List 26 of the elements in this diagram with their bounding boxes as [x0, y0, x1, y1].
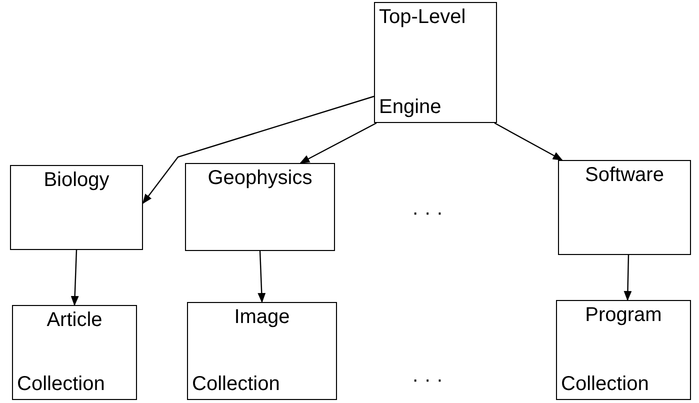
- arrow: [624, 254, 632, 301]
- box-title: Top-Level: [379, 5, 467, 30]
- ellipsis-label: · · ·: [412, 370, 444, 390]
- box-text: Collection: [17, 372, 106, 397]
- arrow: [70, 250, 79, 306]
- ellipsis-label: · · ·: [412, 203, 444, 223]
- arrow: [300, 122, 377, 164]
- process-box: [187, 302, 337, 400]
- process-box: [10, 165, 143, 250]
- process-box: [185, 163, 335, 251]
- arrow: [142, 96, 374, 204]
- box-text: Collection: [561, 372, 650, 397]
- box-title: Software: [584, 163, 665, 188]
- box-title: Biology: [42, 168, 110, 193]
- process-box: [556, 300, 691, 400]
- box-title: Image: [233, 305, 291, 330]
- arrow: [258, 250, 266, 303]
- box-title: Article: [46, 308, 104, 333]
- arrow: [494, 122, 563, 161]
- process-box: [558, 160, 691, 255]
- process-box: [12, 305, 137, 400]
- box-title: Geophysics: [206, 166, 314, 191]
- box-text: Collection: [192, 372, 281, 397]
- process-box: [374, 2, 497, 123]
- box-text: Engine: [379, 95, 442, 120]
- box-title: Program: [584, 303, 663, 328]
